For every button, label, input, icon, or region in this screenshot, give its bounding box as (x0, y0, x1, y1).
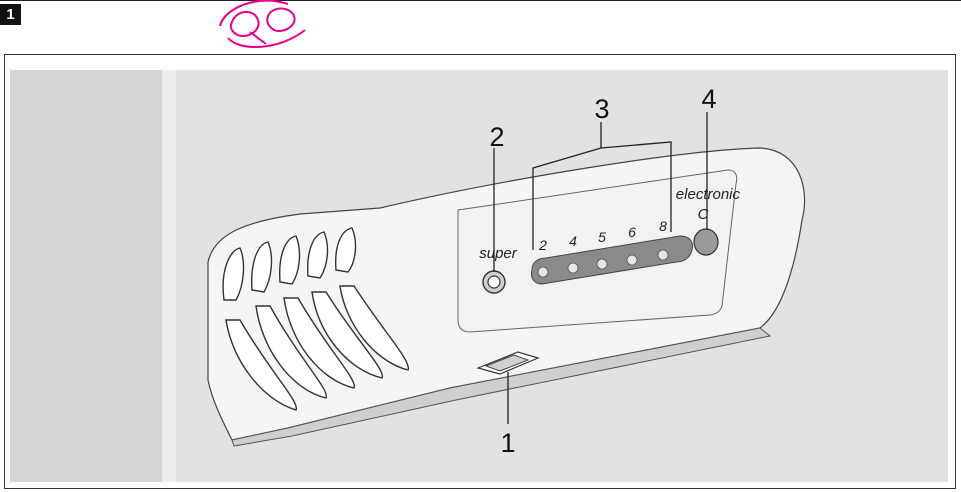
scale-label-2: 2 (538, 237, 547, 253)
callout-1: 1 (500, 428, 515, 458)
c-button[interactable] (693, 228, 719, 256)
temperature-scale: 2 4 5 6 8 (537, 218, 669, 278)
vent-slot (251, 241, 273, 293)
vent-slot (255, 305, 327, 399)
vents-bottom-row (225, 285, 410, 411)
brand-label: electronic (676, 186, 741, 203)
callout-3: 3 (594, 94, 609, 124)
callout-4: 4 (701, 84, 716, 114)
figure-number-badge: 1 (0, 4, 21, 25)
scale-label-5: 5 (598, 229, 606, 245)
led-indicator (657, 249, 669, 261)
top-rule (0, 0, 961, 1)
vents-top-row (222, 227, 357, 301)
stamp-logo (219, 0, 306, 48)
scale-label-8: 8 (659, 218, 667, 234)
vent-slot (339, 285, 410, 371)
c-button-label: C (698, 206, 709, 223)
vent-slot (307, 231, 329, 279)
main-switch[interactable] (476, 351, 540, 375)
vent-slot (279, 235, 301, 285)
led-indicator (567, 262, 579, 274)
vent-slot (222, 247, 245, 301)
callout-2: 2 (489, 122, 504, 152)
scale-label-4: 4 (569, 233, 577, 249)
led-indicator (537, 266, 549, 278)
left-band (10, 70, 162, 482)
led-indicator (626, 254, 638, 266)
vent-slot (225, 319, 297, 411)
super-label: super (479, 245, 518, 262)
vent-slot (283, 297, 355, 389)
vent-slot (311, 291, 383, 379)
led-indicator (596, 258, 608, 270)
scale-label-6: 6 (628, 224, 636, 240)
super-button[interactable] (482, 270, 506, 294)
left-band-edge (162, 70, 176, 482)
vent-slot (335, 227, 357, 273)
housing-underside (231, 327, 772, 447)
